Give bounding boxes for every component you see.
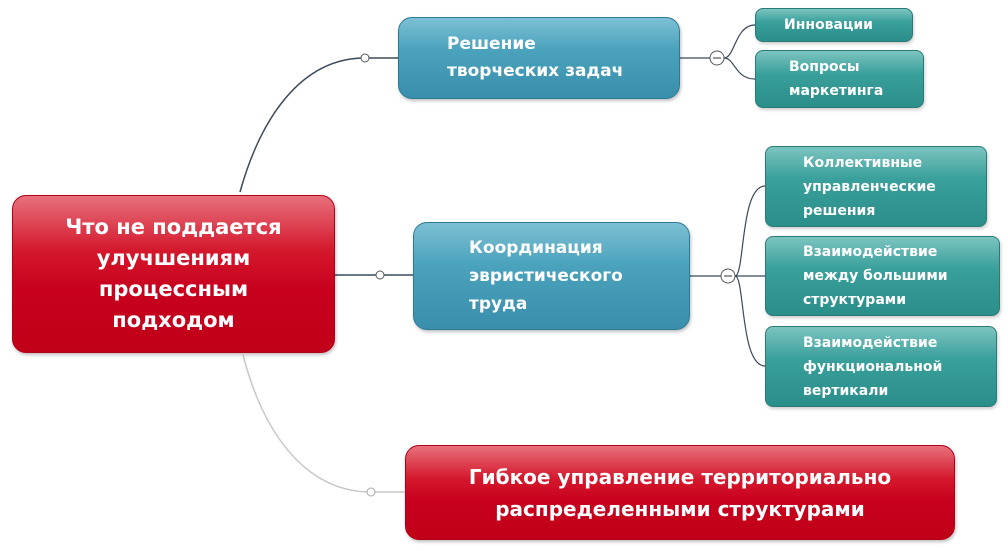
topic-creative-tasks[interactable]: Решение творческих задач [398, 17, 680, 99]
central-topic[interactable]: Что не поддается улучшениям процессным п… [12, 195, 335, 353]
topic-flexible-management[interactable]: Гибкое управление территориально распред… [405, 445, 955, 540]
topic-text: процессным [98, 277, 249, 301]
topic-text: вертикали [803, 382, 889, 399]
topic-text: Взаимодействие [803, 244, 938, 260]
topic-text: распределенными структурами [495, 496, 865, 521]
topic-text: Инновации [784, 17, 873, 33]
topic-text: Вопросы [789, 59, 860, 75]
subtopic-large-structures[interactable]: Взаимодействие между большими структурам… [765, 236, 1000, 316]
topic-text: Решение [447, 34, 536, 54]
topic-text: структурами [803, 292, 907, 308]
topic-text: функциональной [803, 358, 943, 375]
topic-text: маркетинга [789, 83, 884, 99]
subtopic-collective-decisions[interactable]: Коллективные управленческие решения [765, 146, 987, 227]
topic-text: Что не поддается [65, 215, 282, 239]
topic-text: Коллективные [803, 154, 923, 171]
topic-text: Взаимодействие [803, 334, 938, 351]
topic-text: между большими [803, 268, 948, 284]
topic-text: решения [803, 202, 876, 219]
topic-text: эвристического [469, 266, 623, 286]
collapse-icon[interactable] [720, 268, 736, 284]
subtopic-innovations[interactable]: Инновации [755, 8, 913, 42]
connector-dot [366, 487, 376, 497]
subtopic-marketing[interactable]: Вопросы маркетинга [755, 50, 924, 108]
topic-text: Гибкое управление территориально [468, 464, 892, 489]
topic-heuristic-coordination[interactable]: Координация эвристического труда [413, 222, 690, 330]
connector-dot [375, 270, 385, 280]
topic-text: подходом [112, 308, 235, 332]
topic-text: управленческие [803, 178, 936, 195]
connector-dot [360, 53, 370, 63]
topic-text: труда [469, 294, 528, 314]
collapse-icon[interactable] [709, 50, 725, 66]
topic-text: Координация [469, 238, 603, 258]
topic-text: улучшениям [96, 246, 251, 270]
topic-text: творческих задач [447, 61, 624, 81]
subtopic-functional-vertical[interactable]: Взаимодействие функциональной вертикали [765, 326, 997, 407]
